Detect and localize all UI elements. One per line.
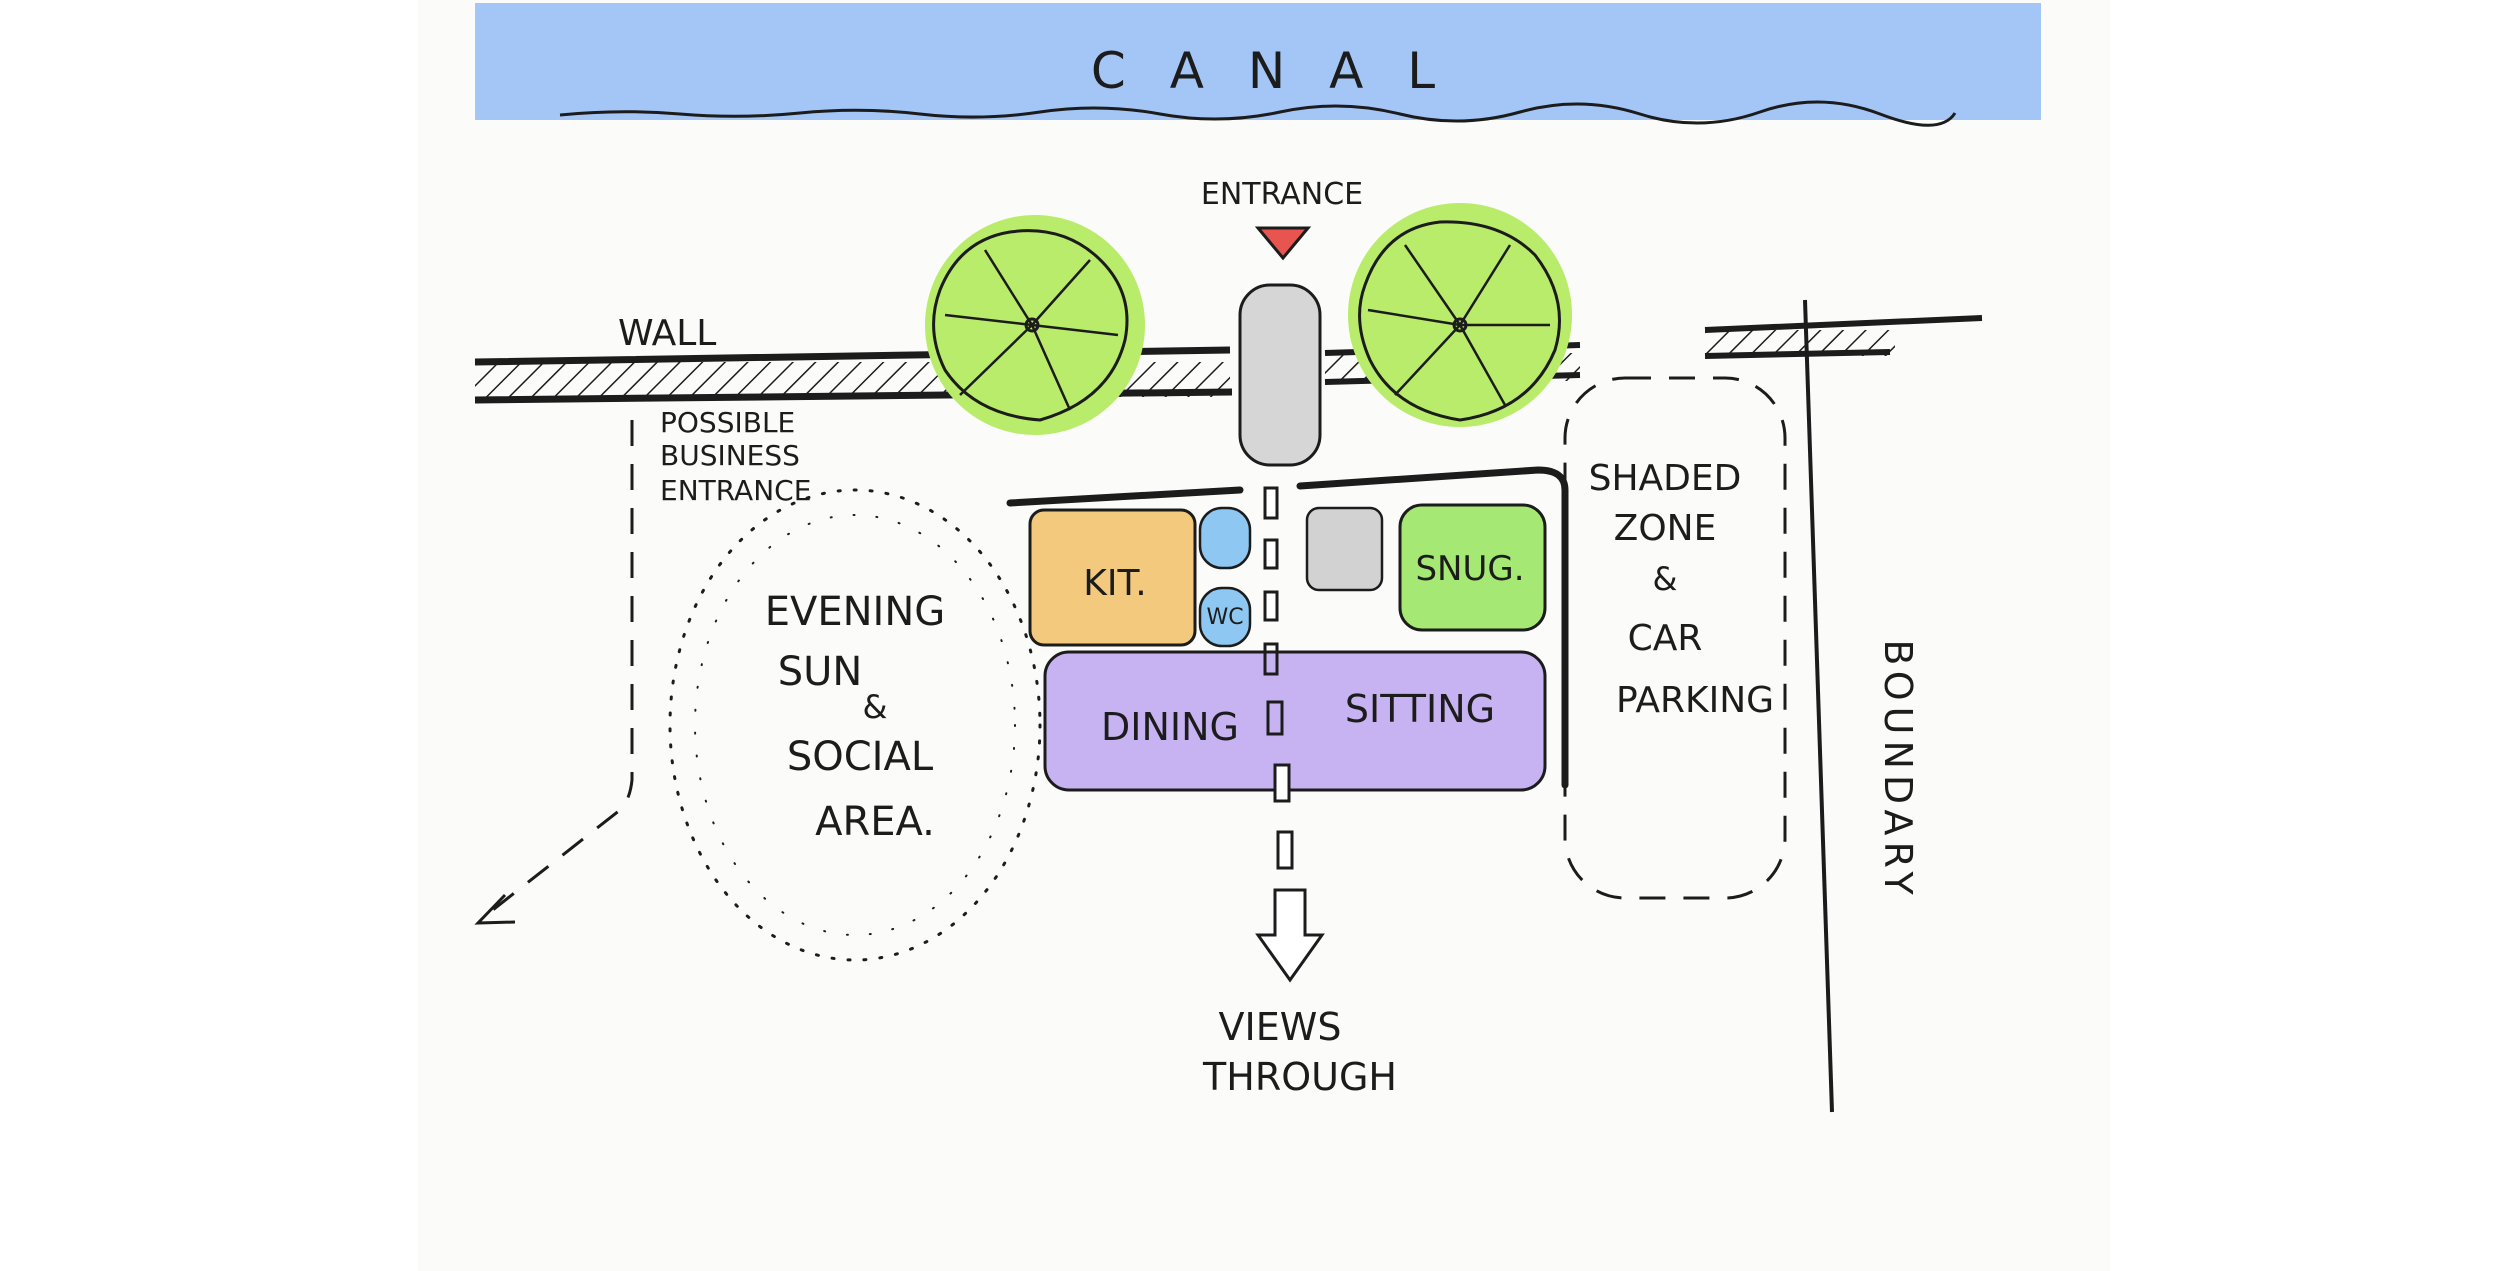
entrance-path <box>1240 285 1320 465</box>
business-entrance-line1: POSSIBLE <box>660 406 795 439</box>
business-entrance-line3: ENTRANCE <box>660 474 811 507</box>
views-label-line1: VIEWS <box>1219 1005 1342 1049</box>
shaded-zone-line2: ZONE <box>1614 508 1717 549</box>
store-zone <box>1307 508 1382 590</box>
evening-sun-zone-inner <box>695 515 1015 935</box>
evening-sun-zone <box>670 490 1040 960</box>
entrance-triangle-icon <box>1258 228 1308 258</box>
snug-label: SNUG. <box>1415 549 1524 589</box>
evening-sun-line3: & <box>863 688 888 726</box>
business-entrance-line2: BUSINESS <box>660 439 800 472</box>
entrance-label: ENTRANCE <box>1201 177 1363 212</box>
canal-label: C A N A L <box>1091 42 1449 100</box>
boundary-line <box>1805 300 1832 1112</box>
tree-icon <box>1348 203 1572 427</box>
shaded-zone-line3: & <box>1653 560 1678 598</box>
kitchen-label: KIT. <box>1083 563 1146 604</box>
arrow-southwest-icon <box>478 895 515 923</box>
shaded-zone-line1: SHADED <box>1589 458 1742 499</box>
evening-sun-line4: SOCIAL <box>787 734 934 780</box>
tree-icon <box>925 215 1145 435</box>
evening-sun-line2: SUN <box>778 649 863 695</box>
dining-label: DINING <box>1101 705 1239 749</box>
evening-sun-line5: AREA. <box>815 799 935 845</box>
arrow-down-icon <box>1258 890 1322 980</box>
shaded-zone-line5: PARKING <box>1616 680 1774 721</box>
business-access-path <box>480 420 632 920</box>
evening-sun-line1: EVENING <box>765 589 946 635</box>
sitting-label: SITTING <box>1345 687 1495 731</box>
shaded-zone-line4: CAR <box>1628 618 1703 659</box>
boundary-label: BOUNDARY <box>1876 639 1920 900</box>
wc-zone-upper <box>1200 508 1250 568</box>
wc-label: WC <box>1206 605 1243 630</box>
views-label-line2: THROUGH <box>1202 1055 1397 1099</box>
wall-label: WALL <box>618 313 716 354</box>
